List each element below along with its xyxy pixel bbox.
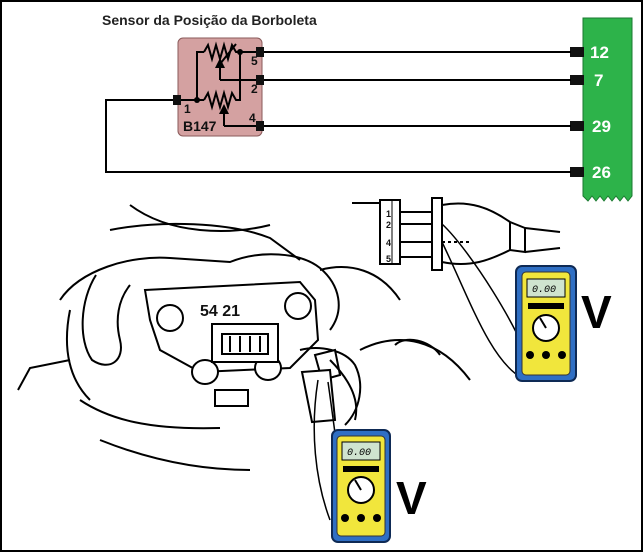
voltage-label-bottom: V	[396, 472, 427, 524]
ecu-pin-label: 29	[592, 117, 611, 136]
sensor-pin-label: 5	[251, 54, 258, 68]
throttle-body-pin-labels: 54 21	[200, 303, 240, 320]
harness-connector: 1 2 4 5	[352, 197, 561, 379]
ecu-pin-label: 26	[592, 163, 611, 182]
harness-wires	[105, 51, 571, 173]
ecu-terminal-7	[570, 75, 584, 85]
throttle-position-sensor: 5 2 4 1 B147	[173, 37, 264, 137]
sensor-resistor-schematic	[181, 41, 256, 127]
connector-pin-label: 5	[386, 254, 391, 264]
connector-pin-label: 1	[386, 209, 391, 219]
ecu-connector: 12 7 29 26	[570, 17, 633, 202]
sensor-label: B147	[183, 118, 217, 134]
ecu-terminal-26	[570, 167, 584, 177]
multimeter-bottom: 0.00	[331, 429, 391, 543]
sensor-pin-label: 1	[184, 102, 191, 116]
ecu-pin-label: 7	[594, 71, 603, 90]
multimeter-right: 0.00	[515, 265, 577, 382]
diagram-title: Sensor da Posição da Borboleta	[102, 12, 317, 28]
ecu-pin-label: 12	[590, 43, 609, 62]
meter-display: 0.00	[532, 285, 556, 296]
ecu-terminal-29	[570, 121, 584, 131]
ecu-terminal-12	[570, 47, 584, 57]
voltage-label-right: V	[581, 286, 612, 338]
connector-pin-label: 2	[386, 220, 391, 230]
sensor-pin-label: 2	[251, 82, 258, 96]
meter-display: 0.00	[347, 448, 371, 459]
connector-pin-label: 4	[386, 238, 391, 248]
wire-pin1-26	[105, 99, 571, 173]
sensor-pin-label: 4	[249, 111, 256, 125]
probe-wire	[313, 379, 331, 521]
throttle-body-illustration	[17, 204, 471, 471]
